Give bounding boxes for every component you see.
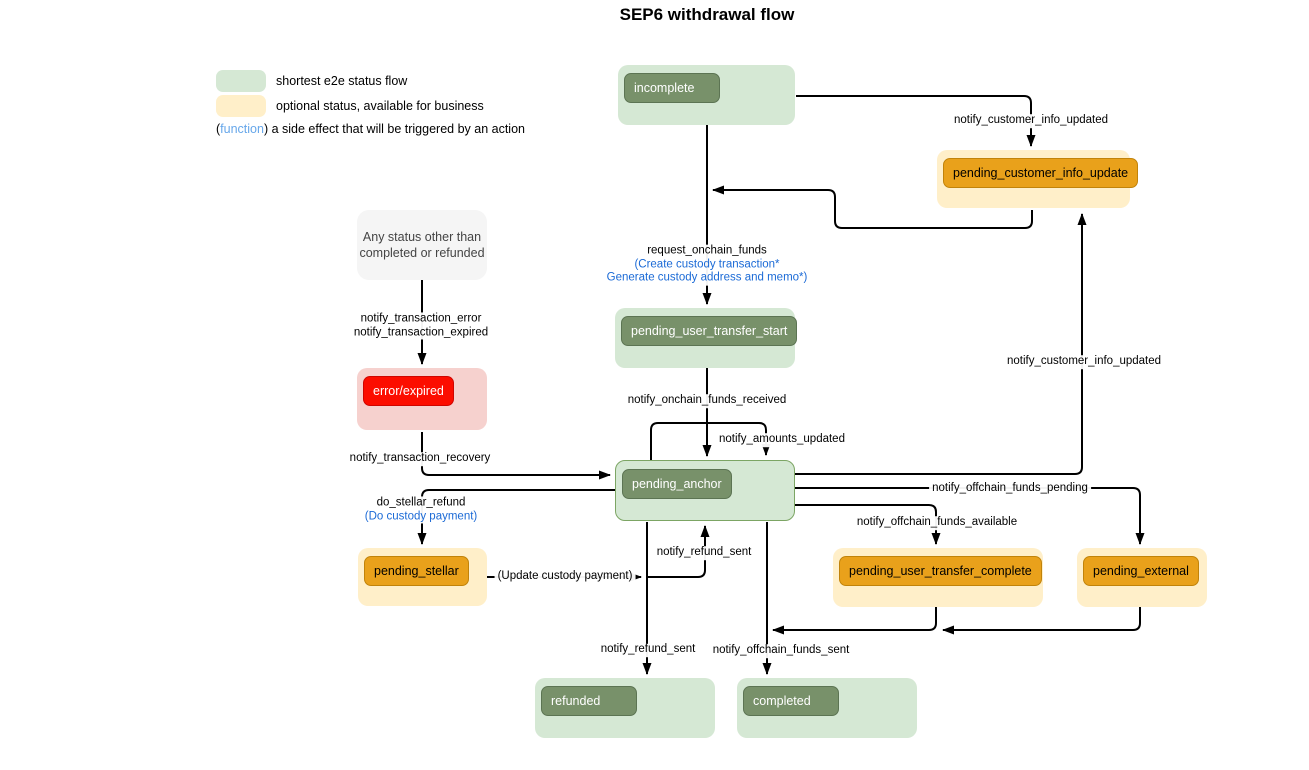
edge-label-request-onchain-funds: request_onchain_funds (Create custody tr… — [603, 244, 811, 286]
legend-function-description: ) a side effect that will be triggered b… — [263, 122, 525, 136]
node-pending-customer-info-update-label: pending_customer_info_update — [943, 158, 1139, 188]
notify-transaction-expired: notify_transaction_expired — [353, 326, 489, 338]
edge-label-notify-customer-info-updated-top: notify_customer_info_updated — [950, 114, 1112, 128]
edge-pending-anchor-to-pending-user-transfer-complete — [795, 504, 941, 545]
edge-pending-user-transfer-complete-to-completed-line — [772, 607, 937, 635]
node-pending-anchor: pending_anchor — [615, 460, 795, 521]
request-onchain-funds-function-1: (Create custody transaction* — [634, 258, 780, 271]
edge-label-notify-offchain-funds-pending: notify_offchain_funds_pending — [929, 482, 1091, 496]
node-error-expired: error/expired — [357, 368, 487, 430]
node-incomplete: incomplete — [618, 65, 795, 125]
node-any-status-other: Any status other than completed or refun… — [357, 210, 487, 280]
legend-swatch-shortest-flow — [216, 70, 266, 92]
edge-incomplete-to-pending-customer-info-update — [796, 95, 1036, 147]
node-pending-external-label: pending_external — [1083, 556, 1199, 586]
edge-label-notify-onchain-funds-received: notify_onchain_funds_received — [624, 394, 790, 408]
legend-label-function: (function) a side effect that will be tr… — [216, 122, 525, 136]
edge-label-notify-refund-sent-lower: notify_refund_sent — [597, 643, 699, 657]
edge-pending-anchor-to-pending-external — [795, 487, 1145, 545]
node-pending-stellar: pending_stellar — [358, 548, 487, 606]
node-refunded: refunded — [535, 678, 715, 738]
edge-pending-anchor-self-loop-amounts-updated — [650, 422, 771, 460]
node-pending-customer-info-update: pending_customer_info_update — [937, 150, 1139, 208]
any-status-line1: Any status other than — [362, 229, 482, 244]
node-error-expired-label: error/expired — [363, 376, 454, 406]
edge-pending-customer-info-update-back-to-flow — [712, 185, 1033, 229]
any-status-line2: completed or refunded — [359, 246, 485, 260]
legend-label-optional-status: optional status, available for business — [276, 99, 484, 113]
node-pending-user-transfer-start-label: pending_user_transfer_start — [621, 316, 798, 346]
request-onchain-funds-function-2: Generate custody address and memo*) — [606, 271, 808, 284]
request-onchain-funds-action: request_onchain_funds — [647, 244, 767, 257]
edge-label-notify-transaction-error-expired: notify_transaction_error notify_transact… — [350, 312, 492, 340]
node-pending-user-transfer-start: pending_user_transfer_start — [615, 308, 798, 368]
node-completed: completed — [737, 678, 917, 738]
legend-label-shortest-flow: shortest e2e status flow — [276, 74, 408, 88]
node-pending-anchor-label: pending_anchor — [622, 469, 732, 499]
legend-function-word: function — [220, 122, 264, 136]
do-stellar-refund-action: do_stellar_refund — [376, 496, 466, 509]
edge-label-notify-refund-sent-upper: notify_refund_sent — [653, 546, 755, 560]
edge-pending-anchor-to-pending-customer-info-update — [795, 213, 1087, 475]
do-stellar-refund-function: (Do custody payment) — [364, 510, 478, 522]
edge-pending-external-to-completed-line — [942, 607, 1141, 635]
legend-swatch-optional-status — [216, 95, 266, 117]
edge-label-notify-offchain-funds-sent: notify_offchain_funds_sent — [709, 644, 853, 658]
node-incomplete-label: incomplete — [624, 73, 720, 103]
edge-label-update-custody-payment: (Update custody payment) — [494, 570, 636, 584]
edge-refund-sent-up-to-pending-anchor — [647, 525, 710, 578]
legend-function-paren-open: ( — [216, 122, 221, 136]
edge-label-notify-transaction-recovery: notify_transaction_recovery — [346, 452, 494, 466]
diagram-title: SEP6 withdrawal flow — [619, 5, 795, 24]
node-pending-user-transfer-complete-label: pending_user_transfer_complete — [839, 556, 1042, 586]
edge-label-notify-customer-info-updated-right: notify_customer_info_updated — [1003, 355, 1165, 369]
notify-transaction-error: notify_transaction_error — [360, 312, 482, 325]
edge-label-notify-amounts-updated: notify_amounts_updated — [716, 433, 848, 447]
node-completed-label: completed — [743, 686, 839, 716]
node-pending-stellar-label: pending_stellar — [364, 556, 469, 586]
node-refunded-label: refunded — [541, 686, 637, 716]
node-pending-external: pending_external — [1077, 548, 1207, 607]
edge-error-expired-to-pending-anchor — [421, 432, 611, 480]
edge-label-notify-offchain-funds-available: notify_offchain_funds_available — [853, 516, 1021, 530]
edge-label-do-stellar-refund: do_stellar_refund (Do custody payment) — [361, 496, 481, 524]
node-pending-user-transfer-complete: pending_user_transfer_complete — [833, 548, 1043, 607]
